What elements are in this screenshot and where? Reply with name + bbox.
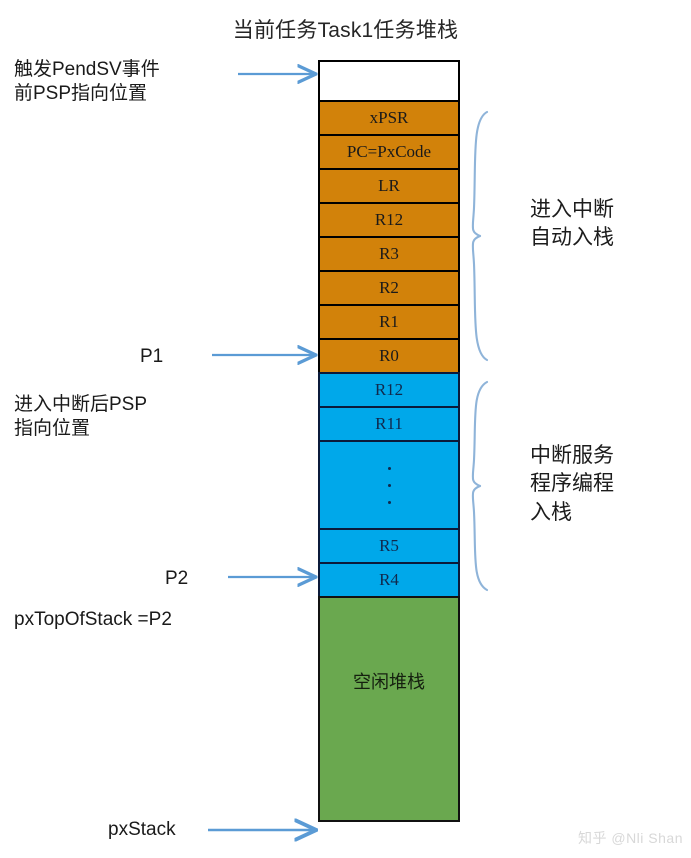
stack-cell-label: R5 [379,536,399,555]
label-p1: P1 [140,346,164,367]
label-auto-push-line1: 进入中断 [530,198,614,221]
stack-cell-label: R3 [379,244,399,263]
label-after-interrupt-psp-line2: 指向位置 [14,417,91,439]
stack-cell-label: R11 [375,414,403,433]
label-px-stack: pxStack [108,819,176,840]
brace-isr-push [471,380,489,592]
vertical-ellipsis-icon [387,466,391,504]
stack-cell-label: PC=PxCode [346,142,432,161]
stack-cell-xpsr: xPSR [318,100,460,134]
page-title: 当前任务Task1任务堆栈 [232,19,459,42]
stack-cell-r5: R5 [318,528,460,562]
stack-cell-label: 空闲堆栈 [353,672,425,692]
stack-cell-label: R12 [374,210,404,229]
label-isr-push: 中断服务 程序编程 入栈 [530,442,614,527]
stack-cell-label: R1 [379,312,399,331]
label-pendsv-psp-line2: 前PSP指向位置 [14,82,148,104]
stack-cell-r3: R3 [318,236,460,270]
label-auto-push: 进入中断 自动入栈 [530,196,614,253]
stack-cell-label: R12 [374,380,404,399]
stack-cell-r12-isr: R12 [318,372,460,406]
label-px-top-of-stack: pxTopOfStack =P2 [14,609,172,630]
label-pendsv-psp: 触发PendSV事件 前PSP指向位置 [14,58,160,106]
label-isr-push-line1: 中断服务 [530,444,614,467]
stack-cell-pc: PC=PxCode [318,134,460,168]
stack-cell-lr: LR [318,168,460,202]
label-auto-push-line2: 自动入栈 [530,226,614,250]
label-isr-push-line3: 入栈 [530,500,572,524]
label-p2: P2 [165,568,189,589]
stack-cell-r0: R0 [318,338,460,372]
brace-auto-push [471,110,489,362]
stack-cell-label: LR [378,176,400,195]
stack-cell-label: xPSR [369,108,409,127]
label-after-interrupt-psp: 进入中断后PSP 指向位置 [14,393,147,441]
stack-cell-label: R4 [379,570,399,589]
task-stack-column: xPSR PC=PxCode LR R12 R3 R2 R1 R0 R12 R1… [318,60,460,822]
label-pendsv-psp-line1: 触发PendSV事件 [14,59,160,80]
stack-cell-empty-top [318,60,460,100]
stack-cell-r1: R1 [318,304,460,338]
stack-cell-r12-auto: R12 [318,202,460,236]
label-after-interrupt-psp-line1: 进入中断后PSP [14,394,148,415]
stack-cell-label: R2 [379,278,399,297]
stack-cell-free-space: 空闲堆栈 [318,596,460,822]
stack-cell-label: R0 [379,346,399,365]
label-isr-push-line2: 程序编程 [530,472,614,496]
stack-cell-ellipsis [318,440,460,528]
watermark: 知乎 @Nli Shan [577,830,683,846]
stack-cell-r2: R2 [318,270,460,304]
stack-cell-r4: R4 [318,562,460,596]
stack-cell-r11: R11 [318,406,460,440]
